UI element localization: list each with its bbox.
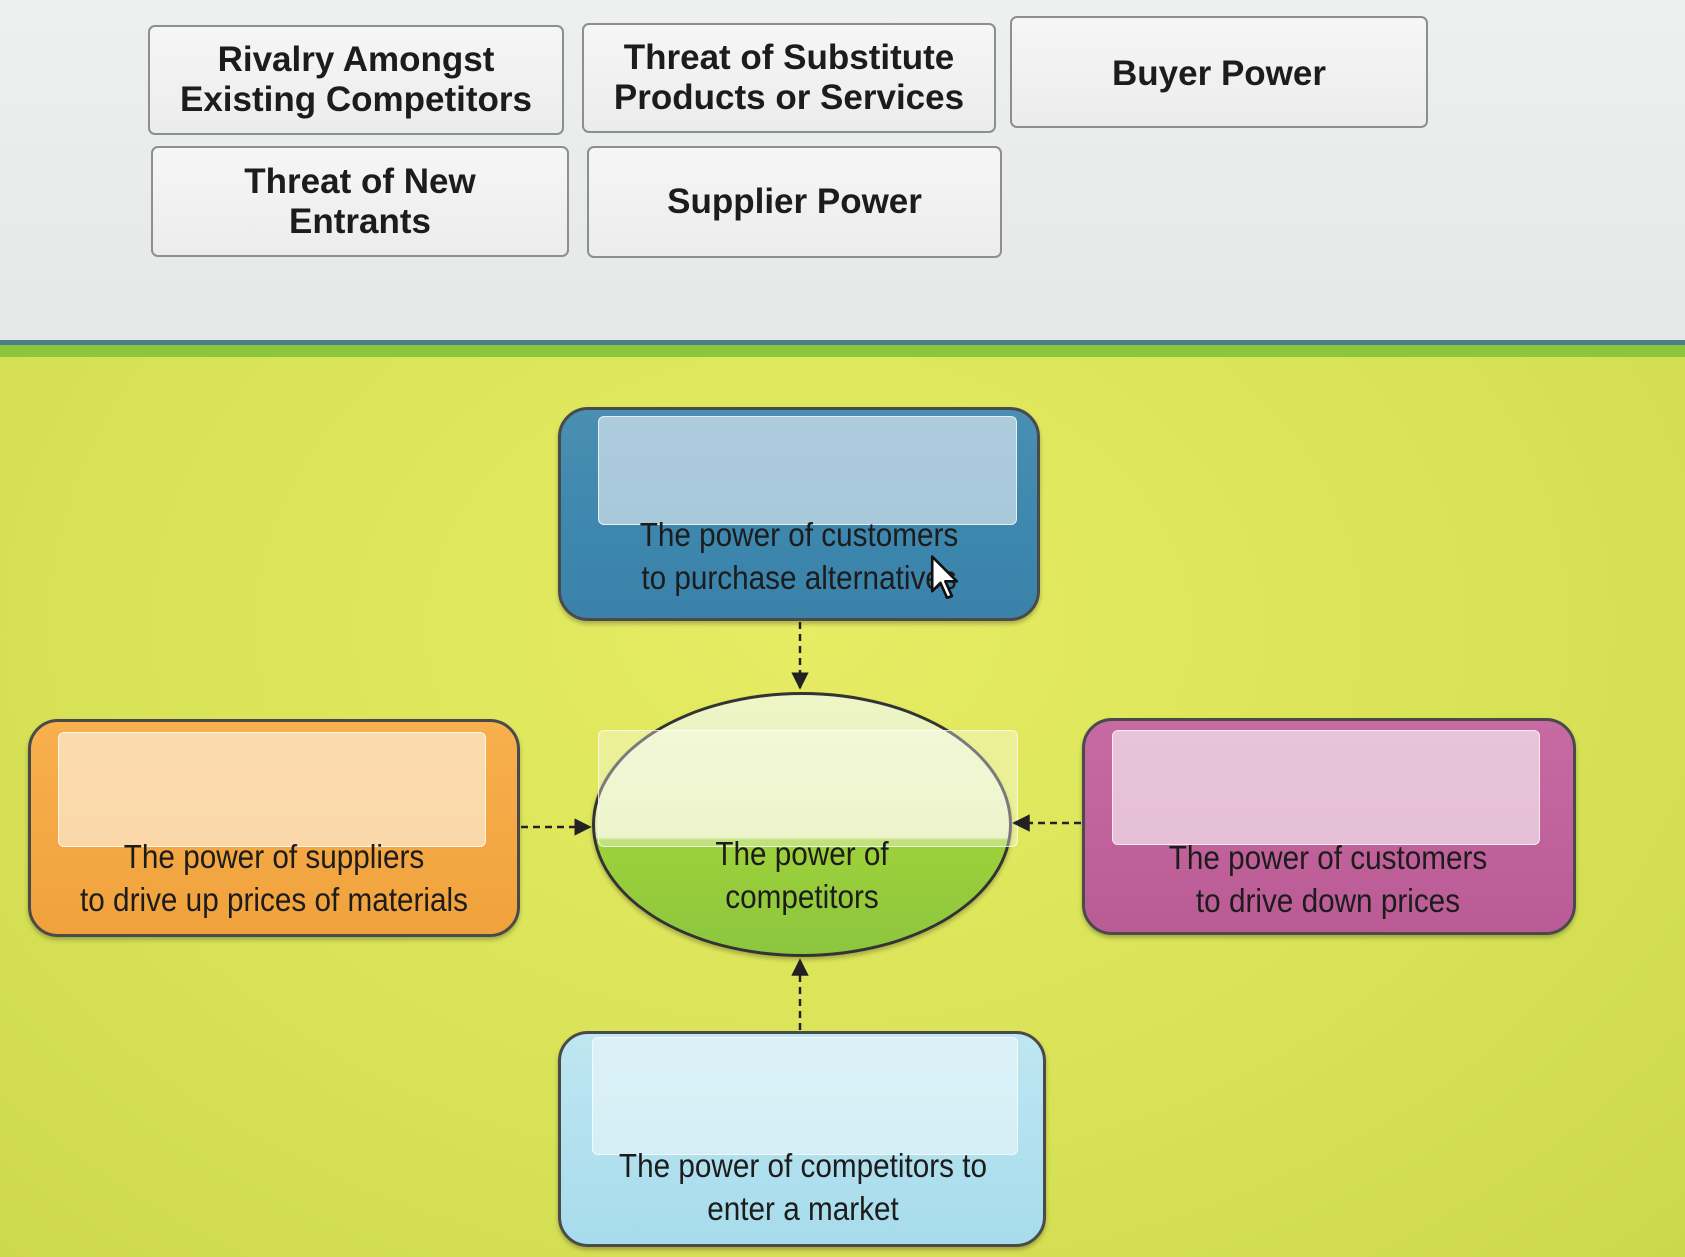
force-description-right: The power of customers to drive down pri…: [1168, 839, 1488, 919]
divider-accent: [0, 345, 1685, 357]
force-description-center: The power of competitors: [715, 835, 889, 915]
label-rivalry-amongst-existing-competitors[interactable]: Rivalry Amongst Existing Competitors: [148, 25, 564, 135]
mouse-pointer-icon: [930, 555, 959, 600]
force-ellipse-rivalry: [592, 692, 1012, 957]
label-bank: Rivalry Amongst Existing Competitors Thr…: [0, 0, 1685, 340]
force-box-new-entrants: [558, 1031, 1046, 1247]
label-threat-of-substitutes[interactable]: Threat of Substitute Products or Service…: [582, 23, 996, 133]
drop-target-bottom[interactable]: [592, 1037, 1018, 1155]
label-supplier-power[interactable]: Supplier Power: [587, 146, 1002, 258]
drop-target-left[interactable]: [58, 732, 486, 847]
drop-target-right[interactable]: [1112, 730, 1540, 845]
force-description-top: The power of customers to purchase alter…: [639, 516, 959, 596]
force-description-bottom: The power of competitors to enter a mark…: [618, 1147, 988, 1227]
label-threat-of-new-entrants[interactable]: Threat of New Entrants: [151, 146, 569, 257]
divider: [0, 340, 1685, 345]
label-buyer-power[interactable]: Buyer Power: [1010, 16, 1428, 128]
force-description-left: The power of suppliers to drive up price…: [80, 838, 468, 918]
drop-target-center[interactable]: [598, 730, 1018, 847]
drop-target-top[interactable]: [598, 416, 1017, 525]
